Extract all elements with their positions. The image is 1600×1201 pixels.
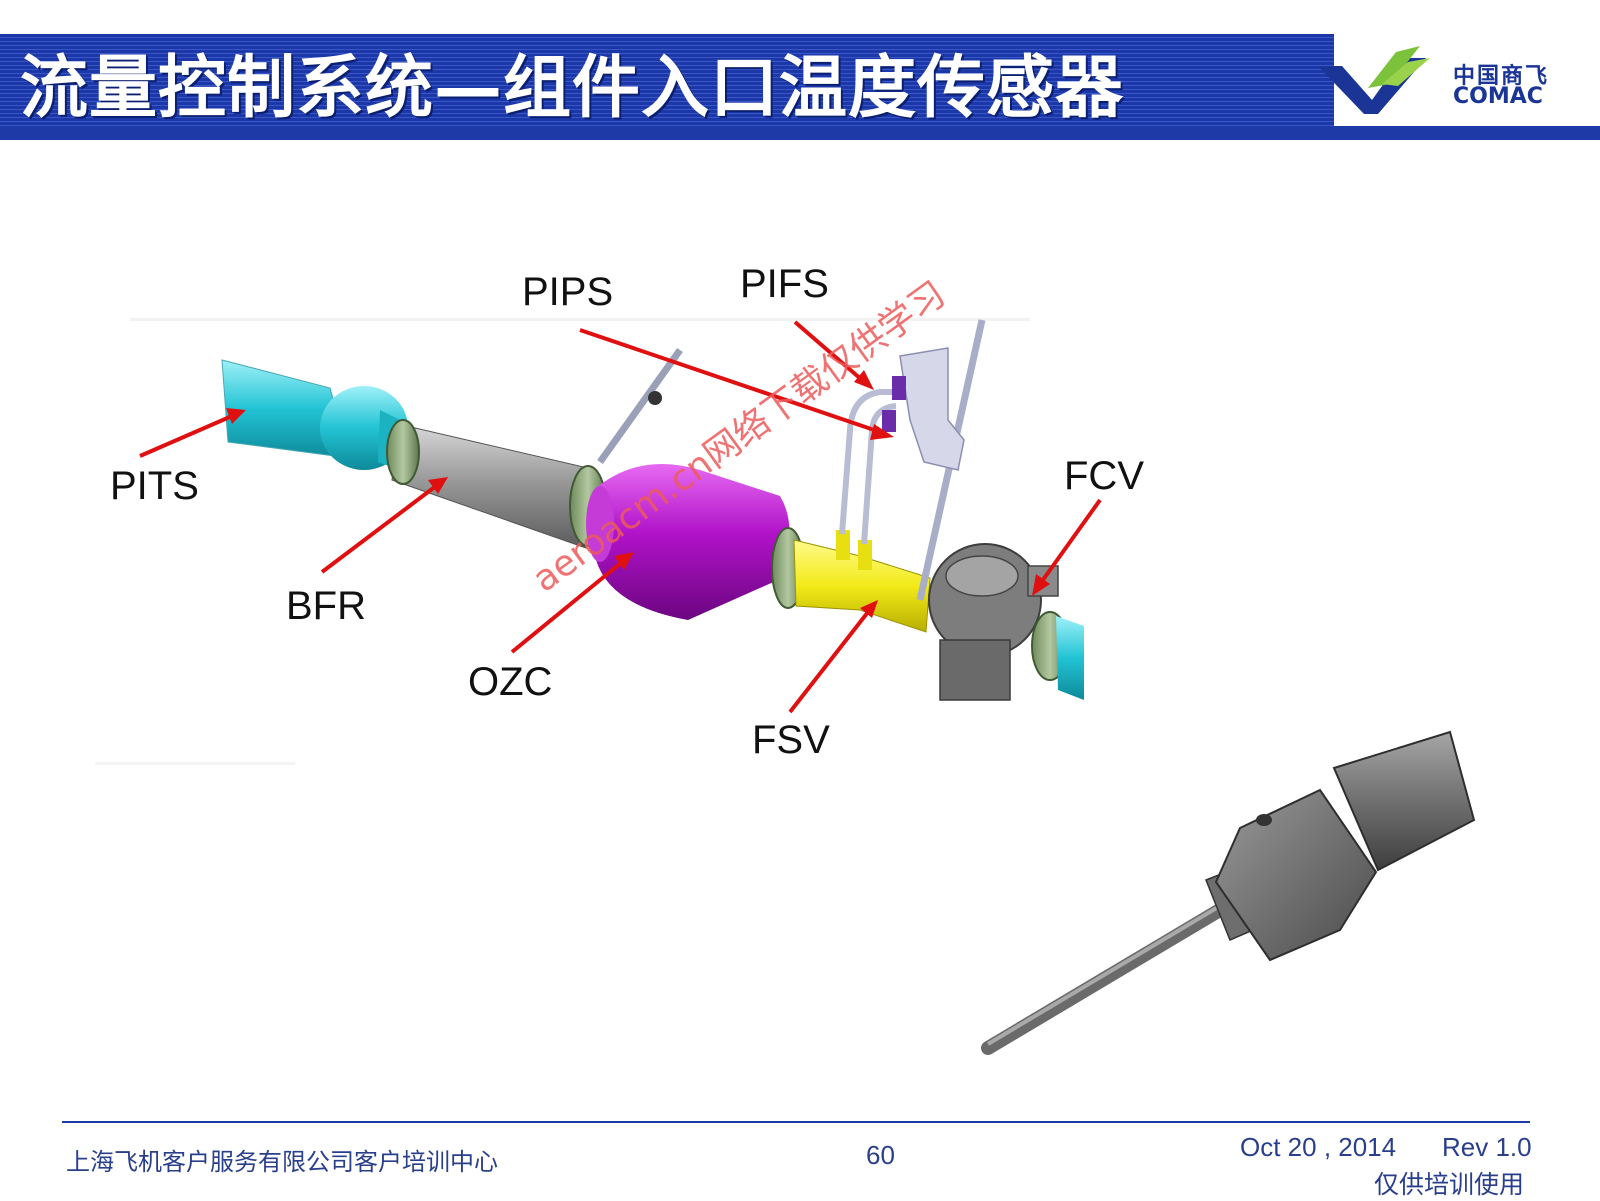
pack-flow-diagram [95,318,1476,1055]
label-bfr: BFR [286,584,366,628]
footer-date: Oct 20 , 2014 [1240,1132,1397,1162]
footer-note: 仅供培训使用 [1374,1170,1525,1199]
logo-text-cn: 中国商飞 [1453,64,1550,89]
label-pifs: PIFS [740,262,829,306]
fcv-valve [928,543,1084,701]
logo-area [1318,34,1600,126]
footer-company: 上海飞机客户服务有限公司客户培训中心 [66,1148,498,1176]
footer-revision: Rev 1.0 [1442,1132,1532,1162]
callout-arrows [139,320,1102,714]
comac-logo-icon [1318,46,1430,114]
label-pips: PIPS [522,270,614,314]
pifs-bracket [882,347,965,471]
logo-text-en: COMAC [1453,84,1543,109]
fsv-body [771,527,931,633]
label-fcv: FCV [1064,454,1144,498]
title-banner-rule [0,126,1600,140]
page-number: 60 [866,1140,895,1170]
inlet-duct [221,359,408,470]
label-pits: PITS [110,464,199,508]
label-ozc: OZC [468,660,553,704]
slide-title: 流量控制系统—组件入口温度传感器 [20,49,1125,128]
ozc-body [586,464,790,620]
temperature-sensor-illustration [981,730,1476,1055]
footer-rule [62,1121,1530,1123]
label-fsv: FSV [752,718,830,762]
title-banner [0,34,1334,140]
